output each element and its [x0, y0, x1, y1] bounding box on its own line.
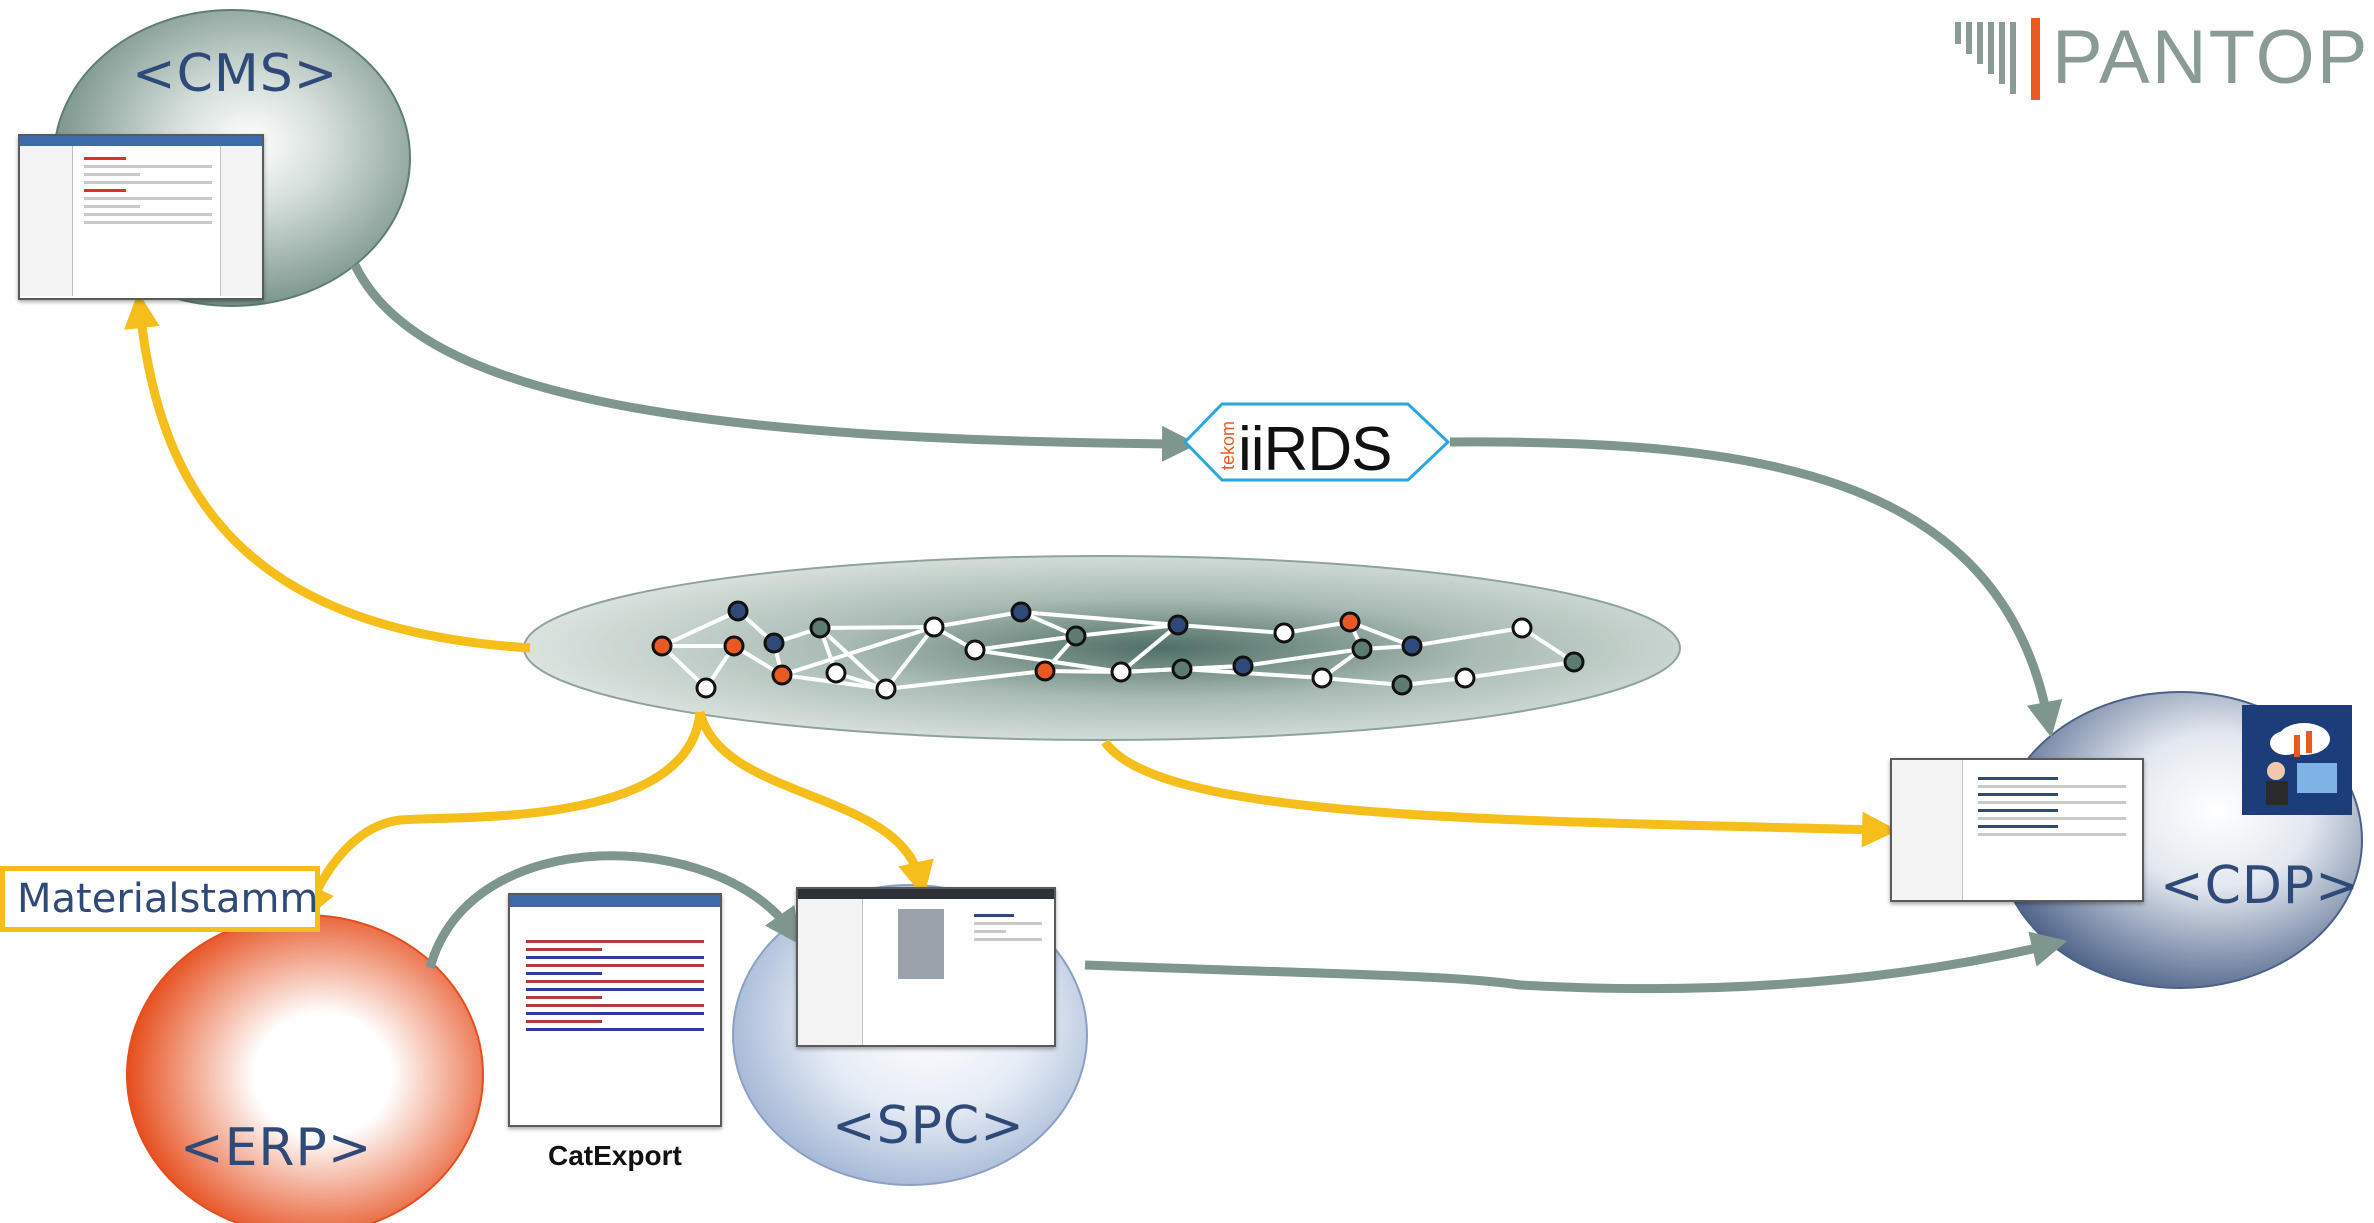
cms-screenshot-tree — [20, 146, 73, 296]
cloud-user-icon-graphic — [2266, 723, 2337, 805]
graph-node — [1273, 622, 1295, 644]
catexport-titlebar — [510, 895, 720, 907]
graph-edge — [933, 610, 1022, 629]
cms-to-iirds-arrow — [350, 263, 1198, 462]
graph-node — [1351, 638, 1373, 660]
graph-node — [727, 600, 749, 622]
cdp-screenshot-filters — [1892, 760, 1963, 900]
cdp-label: <CDP> — [2160, 856, 2360, 916]
graph-node — [1010, 601, 1032, 623]
graph-node — [771, 664, 793, 686]
graph-node — [763, 632, 785, 654]
graph-node — [1110, 661, 1132, 683]
catexport-label: CatExport — [548, 1140, 682, 1171]
spc-screenshot-part-image — [898, 909, 944, 979]
graph-edge — [661, 609, 739, 648]
cms-screenshot-titlebar — [20, 136, 262, 146]
graph-node — [923, 616, 945, 638]
graph-to-materialstamm-arrow — [300, 711, 705, 922]
logo-stripe — [1999, 22, 2005, 84]
graph-edge — [1283, 620, 1351, 635]
logo-stripe — [2010, 22, 2016, 94]
logo-stripe — [1988, 22, 1994, 74]
graph-node — [1034, 660, 1056, 682]
graph-edge — [818, 626, 888, 691]
graph-node — [809, 617, 831, 639]
cms-screenshot — [18, 134, 264, 300]
graph-node — [1065, 625, 1087, 647]
logo-accent-bar — [2031, 18, 2040, 100]
graph-edge — [1464, 660, 1575, 680]
graph-edge — [781, 625, 935, 677]
graph-edge — [1411, 626, 1523, 648]
spc-screenshot-details — [968, 909, 1048, 946]
graph-node — [1232, 655, 1254, 677]
graph-node — [723, 635, 745, 657]
graph-edge — [1321, 676, 1403, 687]
erp-label: <ERP> — [180, 1118, 373, 1178]
graph-edge — [1181, 667, 1323, 680]
spc-screenshot-titlebar — [798, 889, 1054, 899]
graph-edge — [1075, 623, 1179, 638]
graph-node — [1171, 658, 1193, 680]
logo-stripe — [1966, 22, 1972, 54]
graph-edge — [1020, 610, 1179, 627]
catexport-xml — [520, 935, 710, 1036]
iirds-badge — [1182, 402, 1451, 482]
graph-to-spc-arrow — [695, 710, 934, 898]
graph-node — [825, 662, 847, 684]
iirds-to-cdp-arrow — [1449, 437, 2063, 738]
pantop-logo: PANTOP — [2052, 15, 2370, 100]
graph-node — [1391, 674, 1413, 696]
graph-node — [1511, 617, 1533, 639]
graph-edge — [885, 669, 1046, 691]
graph-edge — [1242, 647, 1363, 668]
spc-label: <SPC> — [832, 1096, 1025, 1156]
spc-screenshot — [796, 887, 1056, 1047]
graph-edge — [974, 634, 1077, 652]
graph-node — [1167, 614, 1189, 636]
cms-label: <CMS> — [132, 44, 339, 104]
graph-node — [1563, 651, 1585, 673]
graph-node — [1311, 667, 1333, 689]
cms-screenshot-props — [220, 146, 262, 296]
graph-edge — [1177, 623, 1285, 635]
cloud-user-icon — [2242, 705, 2352, 815]
logo-stripe — [1977, 22, 1983, 64]
cdp-screenshot — [1890, 758, 2144, 902]
cdp-screenshot-results — [1972, 772, 2132, 841]
graph-edge — [1349, 620, 1413, 648]
iirds-brand: iiRDS — [1238, 415, 1392, 484]
graph-node — [1454, 667, 1476, 689]
iirds-prefix: tekom — [1218, 420, 1238, 470]
cms-screenshot-body — [78, 152, 218, 229]
graph-edge — [819, 625, 935, 630]
spc-to-cdp-arrow — [1084, 931, 2068, 994]
graph-to-cms-arrow — [123, 292, 531, 653]
erp-to-spc-arrow — [425, 851, 801, 970]
graph-to-cdp-arrow — [1101, 739, 1898, 848]
graph-edge — [1401, 676, 1466, 687]
graph-edge — [1119, 623, 1180, 674]
graph-nodes — [651, 600, 1585, 700]
catexport-screenshot — [508, 893, 722, 1127]
graph-node — [964, 639, 986, 661]
graph-node — [651, 635, 673, 657]
graph-node — [1339, 611, 1361, 633]
graph-edge — [884, 625, 936, 691]
graph-node — [695, 677, 717, 699]
graph-node — [1401, 635, 1423, 657]
spc-screenshot-list — [798, 899, 863, 1045]
materialstamm-box: Materialstamm — [0, 866, 320, 932]
logo-stripe — [1955, 22, 1961, 44]
graph-node — [875, 678, 897, 700]
